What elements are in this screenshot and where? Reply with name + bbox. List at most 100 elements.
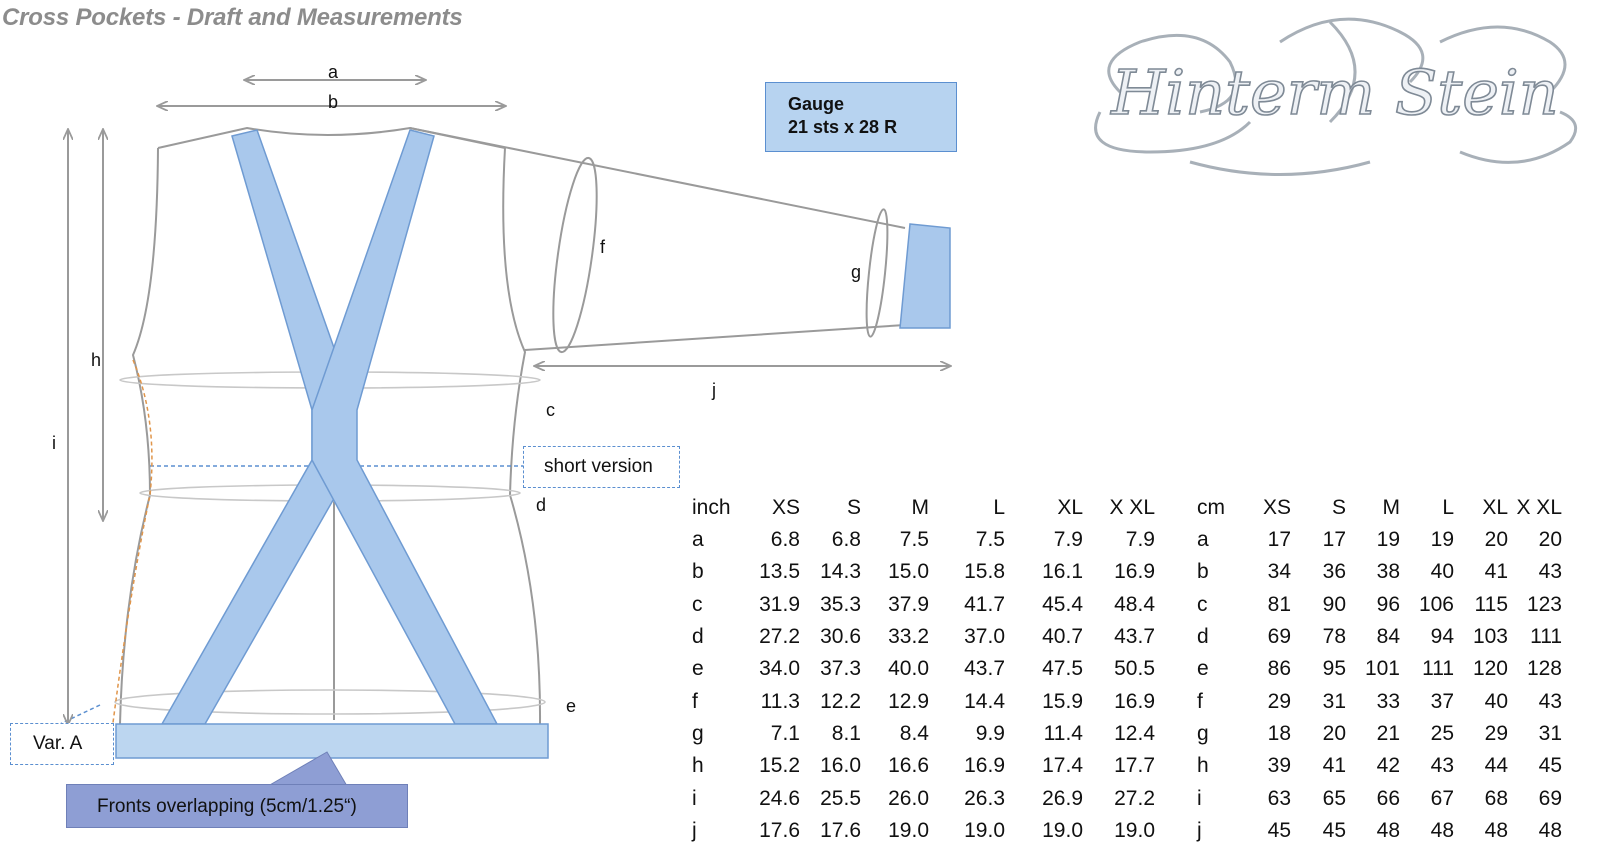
measure-key: f (692, 689, 698, 713)
fronts-overlap-callout: Fronts overlapping (5cm/1.25“) (66, 784, 408, 828)
measure-value: 9.9 (975, 721, 1005, 745)
measure-value: 40 (1484, 689, 1508, 713)
label-d: d (536, 495, 546, 515)
label-c: c (546, 400, 555, 420)
measure-key: d (692, 625, 704, 649)
measure-value: 128 (1526, 657, 1562, 681)
measure-value: 69 (1267, 625, 1291, 649)
measure-value: 12.4 (1114, 721, 1155, 745)
measure-value: 95 (1322, 657, 1346, 681)
size-header: L (993, 496, 1005, 519)
measure-value: 16.9 (1114, 689, 1155, 713)
short-version-callout: short version (523, 446, 680, 488)
measure-value: 13.5 (759, 560, 800, 584)
measure-value: 103 (1472, 625, 1508, 649)
size-header: M (1382, 496, 1401, 519)
measure-value: 19.0 (964, 818, 1005, 842)
measure-value: 43 (1538, 689, 1562, 713)
measure-value: 27.2 (1114, 786, 1155, 810)
measure-value: 86 (1267, 657, 1291, 681)
measure-value: 17 (1322, 528, 1346, 552)
size-header: X XL (1516, 496, 1562, 519)
measure-value: 19.0 (888, 818, 929, 842)
measure-value: 25 (1430, 721, 1454, 745)
measure-value: 40 (1430, 560, 1454, 584)
measure-value: 11.4 (1043, 721, 1083, 745)
measure-key: i (692, 786, 697, 810)
measure-value: 69 (1538, 786, 1562, 810)
measure-value: 45 (1322, 818, 1346, 842)
label-a: a (328, 62, 339, 82)
measurement-arrows (68, 80, 950, 724)
size-header: S (846, 496, 861, 519)
measure-value: 7.9 (1125, 528, 1155, 552)
measure-value: 45 (1538, 754, 1562, 778)
measure-value: 65 (1322, 786, 1346, 810)
measure-key: e (1197, 657, 1209, 681)
measure-value: 37.3 (820, 657, 861, 681)
measure-value: 35.3 (820, 592, 861, 616)
measure-value: 48 (1430, 818, 1454, 842)
size-header: XL (1057, 496, 1083, 519)
measure-value: 17.7 (1114, 754, 1155, 778)
measure-key: i (1197, 786, 1202, 810)
table-header-row: inch XS S M L XL X XL (692, 492, 1155, 524)
label-b: b (328, 92, 338, 112)
hinterm-stein-logo: Hinterm Stein (1094, 17, 1578, 176)
measure-value: 7.1 (770, 721, 800, 745)
var-a-line (107, 359, 153, 763)
measure-value: 20 (1322, 721, 1346, 745)
measure-value: 20 (1538, 528, 1562, 552)
label-e: e (566, 696, 576, 716)
measure-key: c (1197, 592, 1208, 616)
gauge-title: Gauge (788, 94, 845, 114)
measure-value: 34 (1267, 560, 1291, 584)
measure-key: f (1197, 689, 1203, 713)
measure-value: 16.9 (964, 754, 1005, 778)
measure-value: 7.5 (975, 528, 1005, 552)
measure-value: 29 (1484, 721, 1508, 745)
measure-value: 15.2 (759, 754, 800, 778)
measure-value: 41.7 (964, 592, 1005, 616)
measure-value: 48 (1376, 818, 1400, 842)
label-f: f (600, 237, 606, 257)
measure-value: 6.8 (831, 528, 861, 552)
measure-key: e (692, 657, 704, 681)
measure-value: 7.9 (1053, 528, 1083, 552)
measure-value: 94 (1430, 625, 1454, 649)
measure-value: 17.6 (820, 818, 861, 842)
measure-value: 34.0 (759, 657, 800, 681)
measure-value: 14.4 (964, 689, 1005, 713)
label-h: h (91, 350, 101, 370)
measure-value: 37.0 (964, 625, 1005, 649)
fronts-callout-pointer (266, 751, 348, 787)
measure-value: 123 (1526, 592, 1562, 616)
measure-value: 16.9 (1114, 560, 1155, 584)
measure-value: 17.4 (1042, 754, 1083, 778)
measure-key: a (692, 528, 704, 552)
measure-value: 106 (1418, 592, 1454, 616)
measure-value: 8.4 (899, 721, 929, 745)
measure-key: d (1197, 625, 1209, 649)
measure-key: b (1197, 560, 1209, 584)
measure-key: h (1197, 754, 1209, 778)
measure-value: 14.3 (820, 560, 861, 584)
unit-header: cm (1197, 496, 1225, 519)
measure-value: 17 (1267, 528, 1291, 552)
gauge-value: 21 sts x 28 R (788, 117, 898, 137)
measure-key: c (692, 592, 703, 616)
measure-value: 33.2 (888, 625, 929, 649)
measure-value: 29 (1267, 689, 1291, 713)
